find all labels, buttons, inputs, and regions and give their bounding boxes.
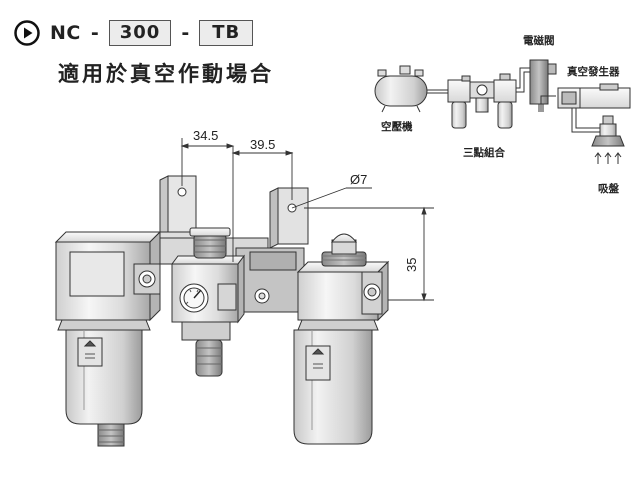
option-code-box: TB [199,20,254,46]
frl-unit-icon [447,73,517,129]
dimension-39-5: 39.5 [250,137,276,152]
solenoid-valve-label: 電磁閥 [523,35,555,47]
suction-cup-icon [591,115,625,164]
dimension-35: 35 [404,257,419,272]
air-compressor-label: 空壓機 [381,121,413,133]
frl-assembly-drawing [54,175,390,447]
filter-unit-left [54,230,162,447]
dimension-diameter-7: Ø7 [350,172,368,187]
play-circle-icon [14,20,40,46]
frl-unit-label: 三點組合 [463,147,505,159]
dimension-34-5: 34.5 [193,128,219,143]
vacuum-generator-icon [557,83,631,109]
suction-cup-label: 吸盤 [598,183,619,195]
system-diagram [374,59,631,164]
lubricator-unit-right [293,233,390,445]
model-title: NC - 300 - TB [14,18,254,48]
size-code-box: 300 [108,20,172,46]
air-compressor-icon [374,65,428,113]
separator-1: - [90,22,99,44]
page-subtitle: 適用於真空作動場合 [58,62,274,86]
right-bracket [269,187,309,249]
model-prefix: NC [50,22,81,44]
solenoid-valve-icon [529,59,557,112]
separator-2: - [181,22,190,44]
vacuum-generator-label: 真空發生器 [567,66,620,78]
dimension-lines [180,138,434,302]
regulator-unit-center [171,227,245,377]
